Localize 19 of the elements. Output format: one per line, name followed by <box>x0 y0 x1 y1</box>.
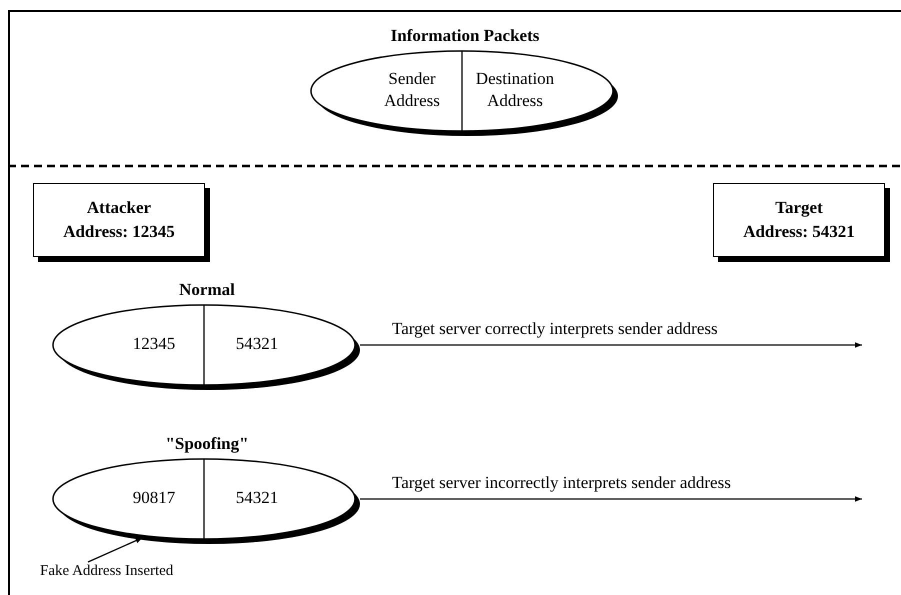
address-field: Sender Address <box>366 68 458 112</box>
arrow <box>360 342 862 348</box>
address-field: 54321 <box>236 487 278 509</box>
packet-heading: "Spoofing" <box>164 433 250 455</box>
address-field: 90817 <box>132 487 176 509</box>
host-name: Attacker <box>86 197 152 219</box>
host-address: Address: 54321 <box>743 221 855 243</box>
edge-label: Target server incorrectly interprets sender address <box>392 473 731 493</box>
arrow <box>88 537 143 563</box>
host-address: Address: 12345 <box>63 221 175 243</box>
address-field: Destination Address <box>465 68 565 112</box>
address-field: 12345 <box>132 333 176 355</box>
host-name: Target <box>775 197 823 219</box>
edge-label: Target server correctly interprets sender address <box>392 319 718 339</box>
address-field: 54321 <box>236 333 278 355</box>
arrow <box>360 496 862 502</box>
annotation-text: Fake Address Inserted <box>40 560 174 582</box>
packet-heading: Information Packets <box>390 25 540 47</box>
packet-heading: Normal <box>178 279 236 301</box>
